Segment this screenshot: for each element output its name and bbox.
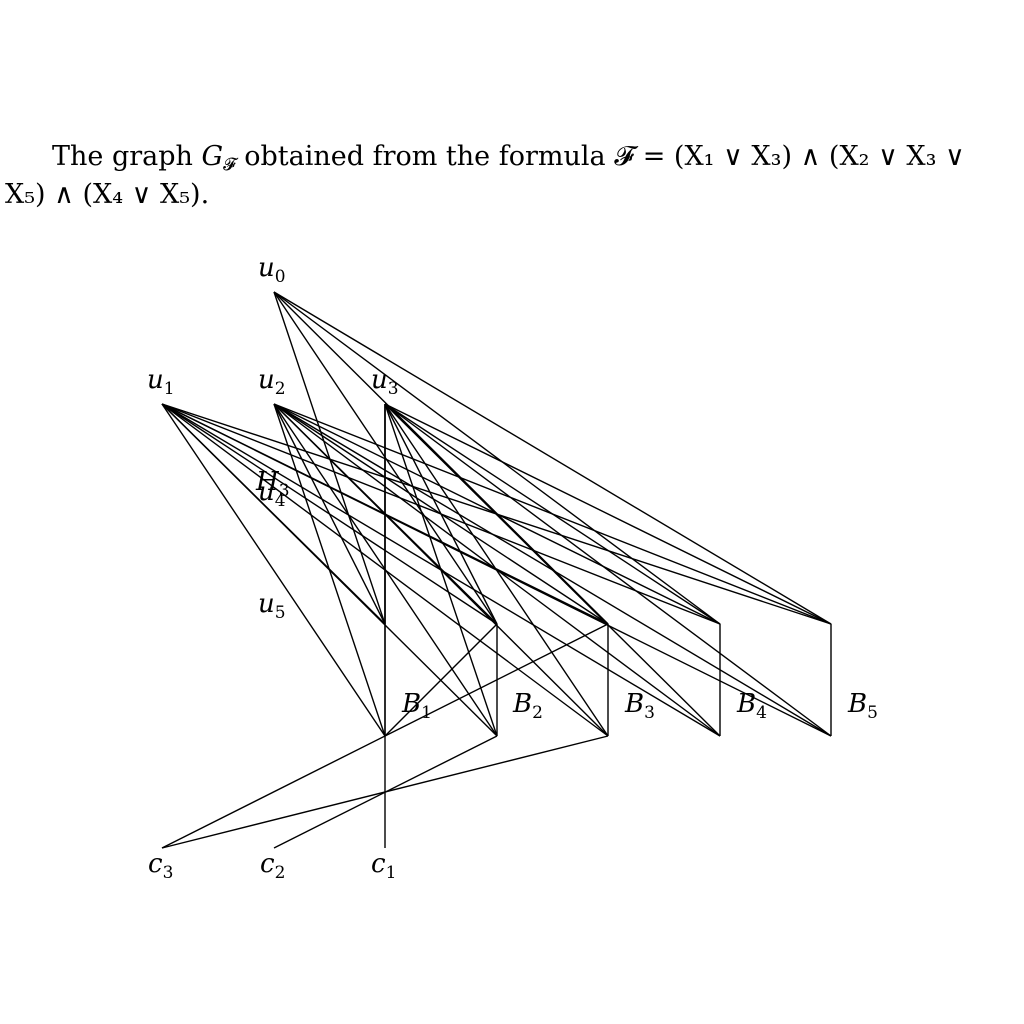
node-label-c2: c2 <box>260 849 285 883</box>
node-name: B <box>401 689 421 719</box>
node-label-u4: u4 <box>258 477 286 511</box>
node-name: u <box>371 365 388 395</box>
node-label-u1: u1 <box>147 365 175 399</box>
node-name: B <box>624 689 644 719</box>
node-label-u5: u5 <box>258 589 286 623</box>
node-label-B1: B1 <box>401 689 432 723</box>
node-subscript: 4 <box>756 703 767 723</box>
node-name: u <box>258 365 275 395</box>
edge-u0-t4 <box>273 291 721 625</box>
node-subscript: 1 <box>421 703 432 723</box>
edge-u1-b1 <box>161 403 386 737</box>
node-subscript: 2 <box>275 379 286 399</box>
edge-u2-t1 <box>273 403 386 625</box>
edge-u3-t4 <box>384 403 721 625</box>
edge-u3-t2 <box>384 403 498 625</box>
node-subscript: 2 <box>532 703 543 723</box>
node-label-B3: B3 <box>624 689 655 723</box>
edge-u2-b1 <box>273 403 386 737</box>
node-name: u <box>258 477 275 507</box>
node-subscript: 2 <box>275 863 286 883</box>
node-label-u2: u2 <box>258 365 286 399</box>
node-name: B <box>847 689 867 719</box>
edge-c3-b3 <box>161 735 609 849</box>
node-name: u <box>258 253 275 283</box>
edge-u0-t5 <box>273 291 832 625</box>
graph-subscript: 𝓕 <box>223 155 236 175</box>
node-subscript: 3 <box>279 481 290 501</box>
node-label-H3: H3 <box>255 467 290 501</box>
graph-symbol: G <box>201 141 224 172</box>
node-label-u3: u3 <box>371 365 399 399</box>
node-subscript: 3 <box>388 379 399 399</box>
edge-u3-t5 <box>384 403 832 625</box>
node-label-u0: u0 <box>258 253 286 287</box>
node-subscript: 4 <box>275 491 286 511</box>
edge-b1-t3 <box>384 623 609 737</box>
node-label-c3: c3 <box>148 849 173 883</box>
edge-u3-b2 <box>384 403 498 737</box>
node-subscript: 1 <box>164 379 175 399</box>
caption-lead: The graph <box>52 141 193 172</box>
edges <box>161 291 832 849</box>
node-label-c1: c1 <box>371 849 396 883</box>
node-subscript: 3 <box>163 863 174 883</box>
edge-b1-c3 <box>161 735 386 849</box>
node-name: B <box>736 689 756 719</box>
edge-b1-t2 <box>384 623 498 737</box>
node-label-B5: B5 <box>847 689 878 723</box>
node-name: B <box>512 689 532 719</box>
node-name: u <box>258 589 275 619</box>
node-name: u <box>147 365 164 395</box>
caption-formula-start: obtained from the formula 𝓕 = (X₁ ∨ X₃) … <box>244 141 965 172</box>
node-subscript: 3 <box>644 703 655 723</box>
node-subscript: 5 <box>867 703 878 723</box>
edge-u3-b4 <box>384 403 721 737</box>
node-name: c <box>148 849 163 879</box>
node-name: c <box>371 849 386 879</box>
node-name: c <box>260 849 275 879</box>
edge-u3-b3 <box>384 403 609 737</box>
node-label-B2: B2 <box>512 689 543 723</box>
edge-u3-b5 <box>384 403 832 737</box>
node-name: H <box>255 467 280 497</box>
node-label-B4: B4 <box>736 689 767 723</box>
caption-line-1: The graph G𝓕 obtained from the formula 𝓕… <box>52 138 965 176</box>
node-subscript: 0 <box>275 267 286 287</box>
caption-line-2: X₅) ∧ (X₄ ∨ X₅). <box>5 179 210 210</box>
node-subscript: 5 <box>275 603 286 623</box>
node-subscript: 1 <box>386 863 397 883</box>
